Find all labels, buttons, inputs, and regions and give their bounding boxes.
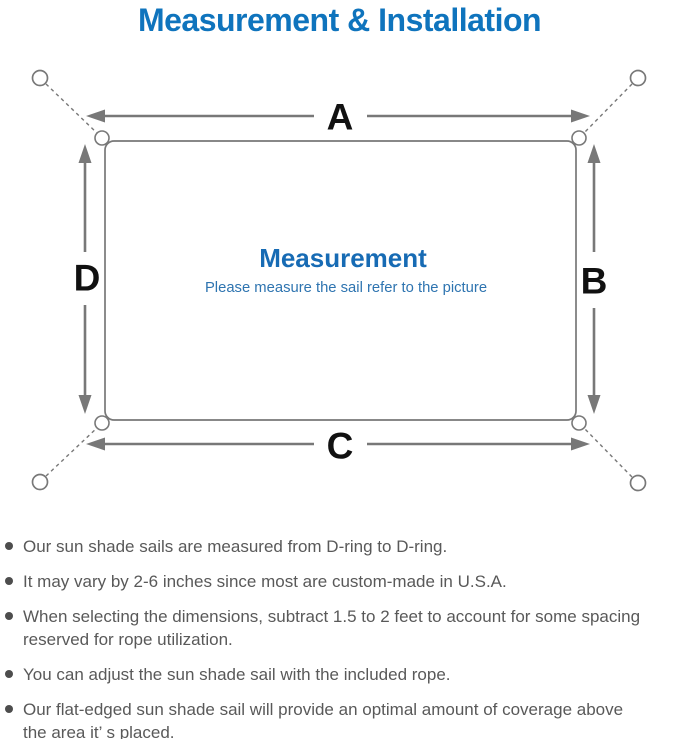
measurement-diagram: A C D B Measurement Please meas: [31, 69, 647, 492]
note-text: You can adjust the sun shade sail with t…: [23, 665, 451, 684]
dash-line-bottom-left: [45, 426, 99, 477]
list-item: It may vary by 2-6 inches since most are…: [5, 570, 675, 593]
list-item: Our flat-edged sun shade sail will provi…: [5, 698, 675, 739]
d-ring-top-right-icon: [571, 130, 587, 146]
d-ring-bottom-right-icon: [571, 415, 587, 431]
bullet-dot-icon: [5, 670, 13, 678]
notes-list: Our sun shade sails are measured from D-…: [5, 535, 675, 739]
dash-line-bottom-right: [582, 426, 633, 478]
d-ring-top-left-icon: [94, 130, 110, 146]
anchor-ring-bottom-left-icon: [31, 473, 49, 491]
list-item: Our sun shade sails are measured from D-…: [5, 535, 675, 558]
diagram-center-title: Measurement: [259, 243, 427, 273]
bullet-dot-icon: [5, 705, 13, 713]
page-title: Measurement & Installation: [137, 2, 542, 38]
sail-outline: [104, 140, 577, 421]
dimension-arrow-a: A: [86, 97, 590, 138]
note-text: It may vary by 2-6 inches since most are…: [23, 572, 507, 591]
dimension-label-b: B: [581, 261, 608, 302]
dimension-label-d: D: [74, 258, 101, 299]
diagram-center-subtitle: Please measure the sail refer to the pic…: [205, 280, 487, 296]
dimension-label-c: C: [327, 426, 354, 467]
list-item: When selecting the dimensions, subtract …: [5, 605, 675, 651]
bullet-dot-icon: [5, 612, 13, 620]
note-text: Our flat-edged sun shade sail will provi…: [23, 700, 624, 719]
note-text: the area it’ s placed.: [23, 723, 175, 739]
bullet-dot-icon: [5, 577, 13, 585]
note-text: When selecting the dimensions, subtract …: [23, 607, 641, 626]
dimension-arrow-b: B: [581, 144, 608, 414]
dimension-arrow-c: C: [86, 426, 590, 467]
dash-line-top-right: [582, 83, 633, 135]
dash-line-top-left: [45, 83, 99, 135]
dimension-label-a: A: [327, 97, 354, 138]
anchor-ring-top-right-icon: [629, 69, 647, 87]
bullet-dot-icon: [5, 542, 13, 550]
note-text: reserved for rope utilization.: [23, 630, 233, 649]
note-text: Our sun shade sails are measured from D-…: [23, 537, 448, 556]
list-item: You can adjust the sun shade sail with t…: [5, 663, 675, 686]
d-ring-bottom-left-icon: [94, 415, 110, 431]
anchor-ring-bottom-right-icon: [629, 474, 647, 492]
anchor-ring-top-left-icon: [31, 69, 49, 87]
dimension-arrow-d: D: [74, 144, 101, 414]
